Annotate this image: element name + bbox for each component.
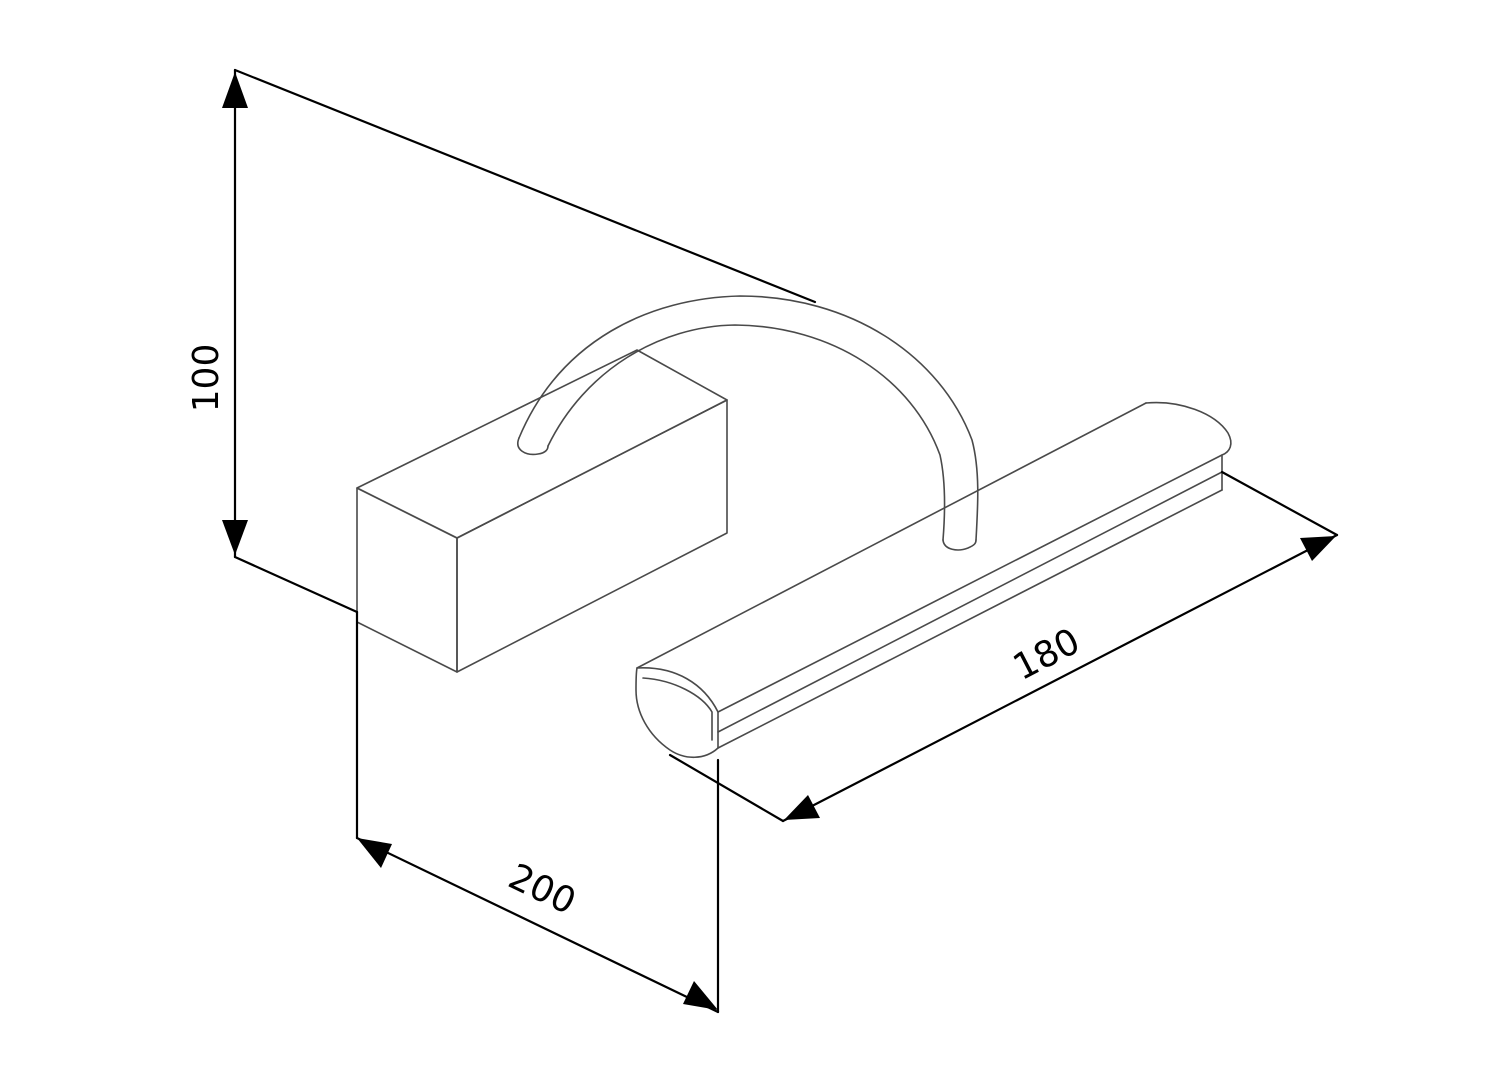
height-dimension-label: 100	[186, 344, 227, 413]
bar-middle-edge	[717, 471, 1223, 733]
bar-left-end-cap-outer	[635, 667, 719, 759]
mount-box-side-face	[456, 399, 728, 673]
length-right-extension-line	[1220, 470, 1339, 537]
arm-bottom-end-cap	[942, 539, 977, 551]
bar-top-back-edge	[636, 402, 1147, 669]
arm-inner-edge	[547, 324, 946, 541]
depth-arrow-left	[357, 838, 392, 868]
height-arrow-top	[222, 72, 248, 108]
depth-dimension-line	[355, 836, 720, 1014]
length-arrow-left	[784, 795, 820, 820]
light-bar	[635, 401, 1232, 759]
height-dimension: 100	[186, 68, 817, 614]
height-bottom-extension-line	[233, 555, 359, 614]
length-dimension-label: 180	[1007, 621, 1087, 689]
depth-arrow-right	[683, 981, 718, 1010]
arm-outer-edge	[518, 295, 979, 541]
mount-box-top-face	[356, 349, 728, 539]
length-left-extension-line	[668, 753, 785, 823]
bar-bottom-edge	[717, 489, 1223, 749]
bar-left-end-cap-inner	[642, 677, 713, 741]
arm-top-end-cap	[517, 437, 549, 456]
height-arrow-bottom	[222, 520, 248, 555]
height-top-extension-line	[233, 68, 817, 304]
bar-right-end-cap	[1145, 401, 1232, 491]
mount-box-front-face	[356, 487, 458, 673]
length-arrow-right	[1300, 536, 1336, 561]
length-dimension-line	[781, 533, 1339, 823]
curved-arm	[517, 295, 979, 551]
length-dimension: 180	[668, 470, 1339, 823]
bar-top-front-edge	[717, 454, 1223, 713]
depth-dimension: 200	[355, 610, 720, 1014]
mount-box	[356, 349, 728, 673]
